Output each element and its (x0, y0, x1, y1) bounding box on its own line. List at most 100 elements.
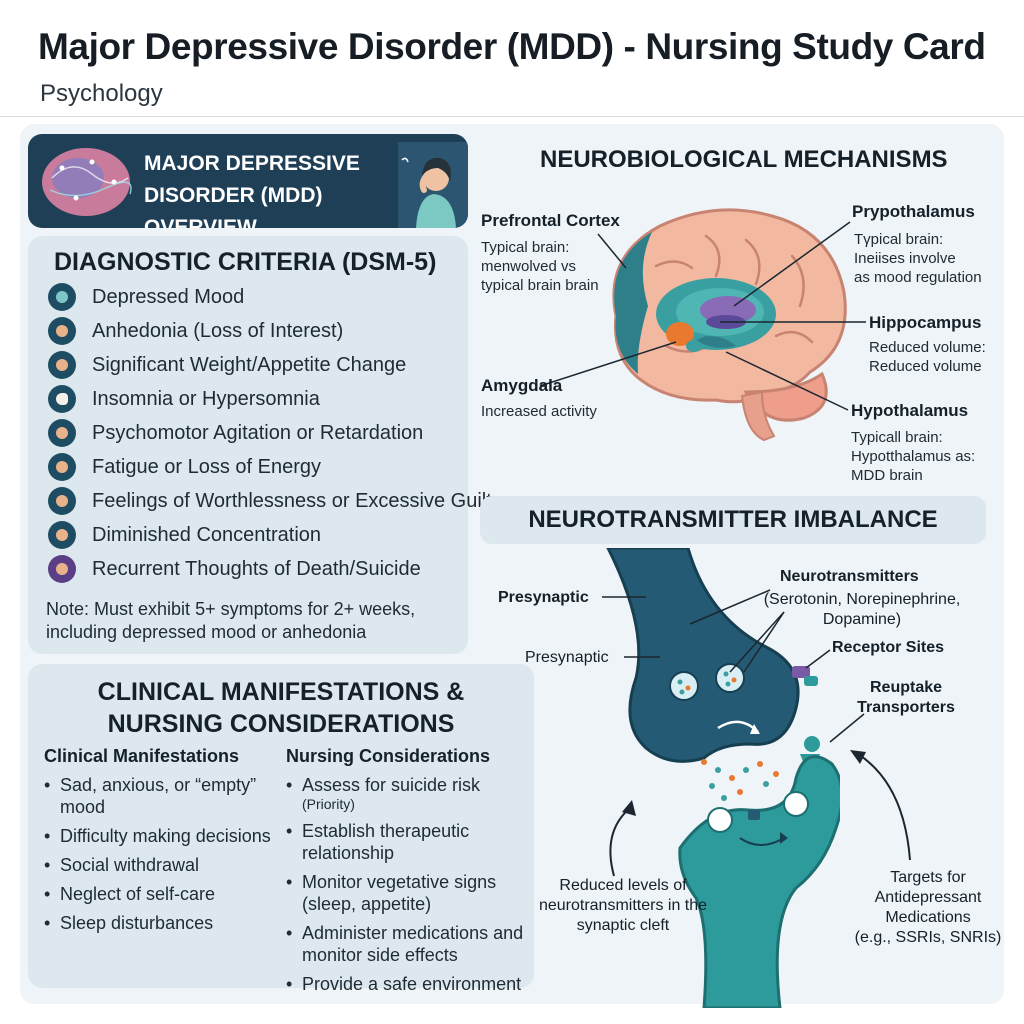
list-item: Difficulty making decisions (44, 825, 282, 847)
reduced-levels-label: Reduced levels of neurotransmitters in t… (538, 877, 708, 934)
hippocampus-desc-line: Reduced volume (869, 358, 982, 375)
clinical-title: CLINICAL MANIFESTATIONS & NURSING CONSID… (28, 676, 534, 740)
nursing-item-text: Establish therapeutic relationship (302, 821, 470, 863)
neurotransmitter-title: NEUROTRANSMITTER IMBALANCE (480, 496, 986, 544)
overview-title: MAJOR DEPRESSIVE DISORDER (MDD) OVERVIEW (144, 152, 360, 228)
person-icon (48, 351, 76, 379)
targets-line: (e.g., SSRIs, SNRIs) (854, 929, 1002, 946)
manifestations-heading: Clinical Manifestations (44, 746, 240, 766)
receptor-site (792, 666, 810, 678)
hypothalamus-desc-line: Hypotthalamus as: (851, 448, 976, 465)
prefrontal-desc: Typical brain: menwolved vs typical brai… (481, 239, 599, 294)
hypothalamus-desc: Typicall brain: Hypotthalamus as: MDD br… (851, 428, 975, 485)
manifestations-list: Sad, anxious, or “empty” mood Difficulty… (44, 774, 282, 941)
neurotransmitter-molecules (701, 759, 779, 801)
vesicle (669, 671, 699, 701)
criteria-label: Fatigue or Loss of Energy (92, 455, 322, 478)
clinical-title-line: CLINICAL MANIFESTATIONS & (97, 678, 465, 706)
vesicle (715, 663, 745, 693)
list-item: Provide a safe environment (286, 973, 530, 995)
list-item: Depressed Mood (48, 280, 492, 314)
page-title: Major Depressive Disorder (MDD) - Nursin… (38, 26, 986, 67)
receptor-site (748, 810, 760, 820)
list-item: Insomnia or Hypersomnia (48, 382, 492, 416)
criteria-label: Feelings of Worthlessness or Excessive G… (92, 489, 492, 512)
hippocampus-desc-line: Reduced volume: (869, 339, 986, 356)
hypothalamus-label: Hypothalamus (851, 401, 969, 420)
diagnostic-panel (28, 236, 468, 654)
hypothalamus-desc-line: MDD brain (851, 467, 923, 484)
list-item: Feelings of Worthlessness or Excessive G… (48, 484, 492, 518)
reuptake-label-line: Reuptake (869, 679, 943, 696)
criteria-label: Recurrent Thoughts of Death/Suicide (92, 557, 421, 580)
nursing-item-text: Provide a safe environment (302, 974, 522, 994)
criteria-label: Diminished Concentration (92, 523, 322, 546)
targets-line: Medications (885, 909, 971, 926)
brain-network-icon (42, 148, 132, 216)
prypothalamus-label: Prypothalamus (852, 202, 975, 221)
presynaptic-label-2: Presynaptic (525, 649, 609, 666)
distressed-person-icon (398, 142, 468, 228)
nursing-item-text: Monitor vegetative signs (sleep, appetit… (302, 872, 497, 914)
criteria-label: Psychomotor Agitation or Retardation (92, 421, 424, 444)
wilted-flower-icon (48, 317, 76, 345)
reuptake-label-line: Transporters (857, 699, 955, 716)
criteria-list: Depressed Mood Anhedonia (Loss of Intere… (48, 280, 492, 586)
nursing-heading: Nursing Considerations (286, 746, 491, 766)
list-item: Sad, anxious, or “empty” mood (44, 774, 282, 818)
agitated-person-icon (48, 419, 76, 447)
list-item: Monitor vegetative signs (sleep, appetit… (286, 871, 530, 915)
neurotransmitters-label: Neurotransmitters (780, 568, 919, 585)
sad-face-icon (48, 283, 76, 311)
list-item: Social withdrawal (44, 854, 282, 876)
prypothalamus-desc-line: Tγpical brain: (854, 231, 944, 248)
prefrontal-label: Prefrontal Cortex (481, 211, 620, 230)
receptor-sites-label: Receptor Sites (832, 639, 945, 656)
nursing-item-note: (Priority) (302, 796, 355, 812)
tired-person-icon (48, 453, 76, 481)
moon-icon (48, 385, 76, 413)
presynaptic-terminal (606, 548, 800, 763)
hypothalamus-desc-line: Typicall brain: (851, 429, 943, 446)
prypothalamus-desc: Tγpical brain: Ineiises involve as mood … (854, 230, 982, 287)
prypothalamus-desc-line: as mood regulation (854, 269, 982, 286)
criteria-label: Insomnia or Hypersomnia (92, 387, 320, 410)
amygdala-label: Amygdala (481, 376, 563, 395)
list-item: Psychomotor Agitation or Retardation (48, 416, 492, 450)
list-item: Fatigue or Loss of Energy (48, 450, 492, 484)
diagnostic-note: Note: Must exhibit 5+ symptoms for 2+ we… (46, 599, 416, 642)
distress-person-icon (48, 555, 76, 583)
list-item: Recurrent Thoughts of Death/Suicide (48, 552, 492, 586)
list-item: Establish therapeutic relationship (286, 820, 530, 864)
standing-person-icon (48, 521, 76, 549)
list-item: Diminished Concentration (48, 518, 492, 552)
list-item: Significant Weight/Appetite Change (48, 348, 492, 382)
criteria-label: Significant Weight/Appetite Change (92, 353, 407, 376)
diagnostic-title: DIAGNOSTIC CRITERIA (DSM-5) (54, 248, 437, 276)
nursing-item-text: Administer medications and monitor side … (302, 923, 524, 965)
list-item: Administer medications and monitor side … (286, 922, 530, 966)
brain-diagram (612, 208, 847, 442)
list-item: Sleep disturbances (44, 912, 282, 934)
nursing-list: Assess for suicide risk(Priority) Establ… (286, 774, 530, 1002)
amygdala-region (666, 322, 694, 346)
hippocampus-region (696, 336, 736, 348)
title-divider (0, 116, 1024, 117)
list-item: Neglect of self-care (44, 883, 282, 905)
hippocampus-label: Hippocampus (869, 313, 982, 332)
targets-line: Targets for (890, 869, 966, 886)
nursing-item-text: Assess for suicide risk (302, 775, 481, 795)
amygdala-desc: Increased activity (481, 403, 597, 420)
hippocampus-desc: Reduced volume: Reduced volume (869, 338, 986, 376)
antidepressant-targets-label: Targets for Antidepressant Medications (… (840, 868, 1016, 948)
list-item: Anhedonia (Loss of Interest) (48, 314, 492, 348)
reuptake-label: Reuptake Transporters (846, 678, 966, 718)
neurotransmitters-desc: (Serotonin, Norepinephrine, Dopamine) (763, 591, 961, 628)
overview-banner: MAJOR DEPRESSIVE DISORDER (MDD) OVERVIEW (28, 134, 468, 228)
criteria-label: Depressed Mood (92, 285, 245, 308)
reuptake-transporter (804, 736, 820, 752)
clinical-title-line: NURSING CONSIDERATIONS (107, 710, 455, 738)
synapse-diagram (606, 548, 840, 1008)
list-item: Assess for suicide risk(Priority) (286, 774, 530, 813)
guilt-person-icon (48, 487, 76, 515)
